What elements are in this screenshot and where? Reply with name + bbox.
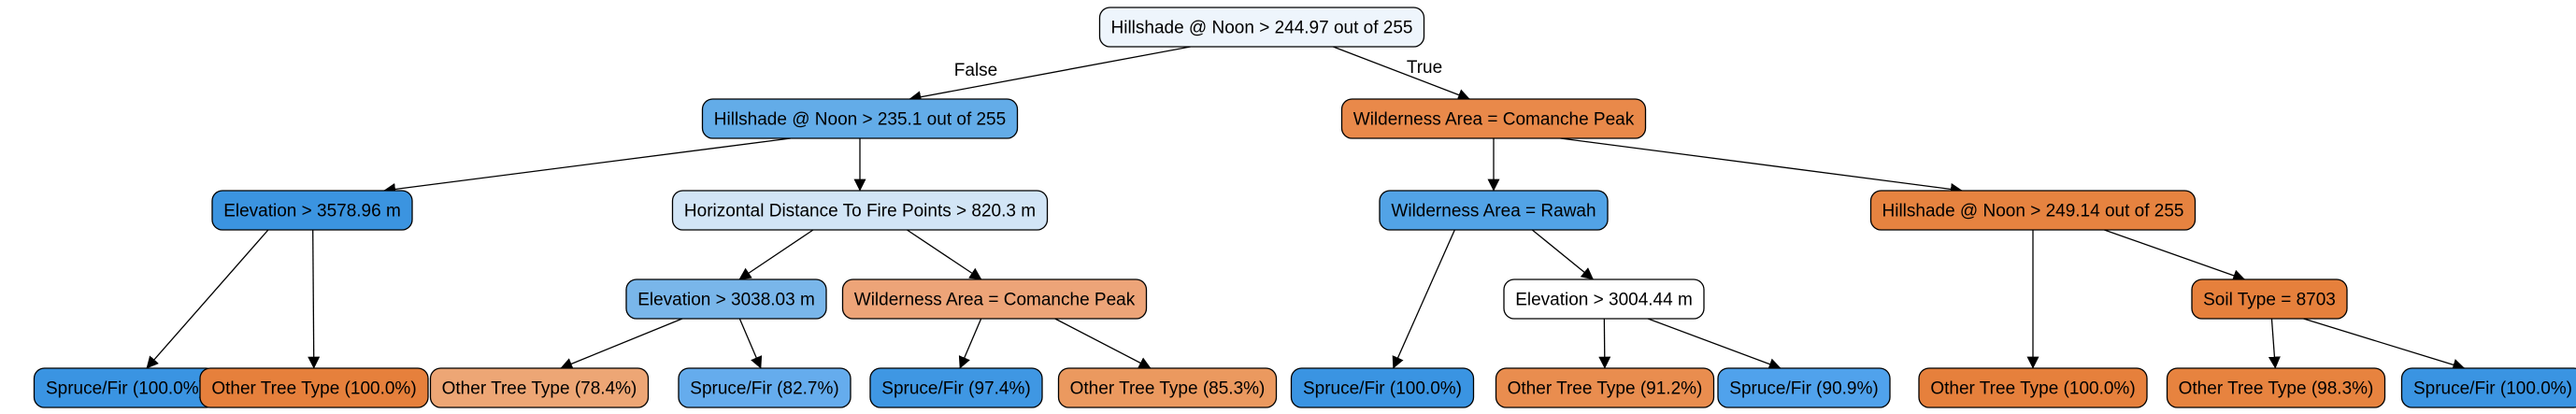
- node-box: [1098, 7, 1425, 48]
- edge-n10-to-l12: [2303, 318, 2466, 371]
- edge-n6-to-n10: [2104, 229, 2246, 282]
- node-box: [869, 367, 1043, 408]
- node-label: Wilderness Area = Comanche Peak: [1353, 110, 1635, 130]
- node-label: Other Tree Type (85.3%): [1070, 379, 1266, 399]
- edge-n0-to-n2: [1333, 46, 1470, 101]
- edge-n3-to-l2: [308, 229, 321, 369]
- edge-n8-to-l5: [958, 318, 982, 369]
- leaf-node-other-tree-type-100-0: Other Tree Type (100.0%): [1918, 367, 2148, 408]
- node-box: [1340, 98, 1647, 139]
- edge-n7-to-l4: [738, 318, 763, 369]
- node-box: [1503, 278, 1705, 320]
- node-label: Spruce/Fir (100.0%): [1303, 379, 1462, 399]
- nodes-layer: Hillshade @ Noon > 244.97 out of 255Hill…: [33, 7, 2576, 408]
- decision-node-elevation-3004-44-m: Elevation > 3004.44 m: [1503, 278, 1705, 320]
- node-label: Wilderness Area = Rawah: [1391, 202, 1596, 221]
- node-label: Elevation > 3038.03 m: [637, 291, 815, 310]
- decision-node-hillshade-noon-244-97-out-of-255: Hillshade @ Noon > 244.97 out of 255: [1098, 7, 1425, 48]
- decision-node-elevation-3578-96-m: Elevation > 3578.96 m: [211, 190, 413, 231]
- node-label: Soil Type = 8703: [2203, 291, 2336, 310]
- node-label: Hillshade @ Noon > 249.14 out of 255: [1882, 202, 2184, 221]
- node-box: [1379, 190, 1609, 231]
- node-label: Spruce/Fir (100.0%): [2413, 379, 2572, 399]
- edge-label-true: True: [1407, 58, 1442, 78]
- node-box: [671, 190, 1049, 231]
- node-box: [2191, 278, 2348, 320]
- edge-n1-to-n3: [383, 137, 791, 195]
- leaf-node-spruce-fir-100-0: Spruce/Fir (100.0%): [1290, 367, 1475, 408]
- node-label: Horizontal Distance To Fire Points > 820…: [684, 202, 1036, 221]
- edge-n7-to-l3: [560, 318, 683, 370]
- node-label: Spruce/Fir (100.0%): [46, 379, 205, 399]
- edge-n9-to-l9: [1647, 318, 1782, 370]
- node-label: Spruce/Fir (97.4%): [881, 379, 1030, 399]
- node-box: [678, 367, 852, 408]
- node-box: [1869, 190, 2197, 231]
- edges-layer: False True: [146, 46, 2466, 371]
- leaf-node-spruce-fir-82-7: Spruce/Fir (82.7%): [678, 367, 852, 408]
- edge-n10-to-l11: [2268, 318, 2281, 369]
- edge-n9-to-l8: [1598, 318, 1611, 369]
- node-box: [1918, 367, 2148, 408]
- leaf-node-other-tree-type-91-2: Other Tree Type (91.2%): [1495, 367, 1715, 408]
- node-label: Spruce/Fir (82.7%): [690, 379, 838, 399]
- node-box: [625, 278, 827, 320]
- node-box: [1290, 367, 1475, 408]
- node-box: [211, 190, 413, 231]
- edge-n4-to-n8: [907, 229, 982, 280]
- leaf-node-other-tree-type-98-3: Other Tree Type (98.3%): [2166, 367, 2386, 408]
- leaf-node-spruce-fir-97-4: Spruce/Fir (97.4%): [869, 367, 1043, 408]
- leaf-node-spruce-fir-100-0: Spruce/Fir (100.0%): [2400, 367, 2576, 408]
- node-label: Elevation > 3578.96 m: [223, 202, 401, 221]
- decision-node-elevation-3038-03-m: Elevation > 3038.03 m: [625, 278, 827, 320]
- node-box: [701, 98, 1019, 139]
- edge-n4-to-n7: [738, 229, 814, 280]
- node-box: [1057, 367, 1278, 408]
- node-box: [2166, 367, 2386, 408]
- leaf-node-spruce-fir-90-9: Spruce/Fir (90.9%): [1717, 367, 1891, 408]
- node-label: Other Tree Type (91.2%): [1508, 379, 1703, 399]
- node-box: [1717, 367, 1891, 408]
- edge-n8-to-l6: [1054, 318, 1152, 369]
- node-box: [199, 367, 429, 408]
- decision-node-wilderness-area-comanche-peak: Wilderness Area = Comanche Peak: [1340, 98, 1647, 139]
- node-label: Hillshade @ Noon > 244.97 out of 255: [1111, 19, 1413, 38]
- decision-node-wilderness-area-rawah: Wilderness Area = Rawah: [1379, 190, 1609, 231]
- decision-node-soil-type-8703: Soil Type = 8703: [2191, 278, 2348, 320]
- leaf-node-spruce-fir-100-0: Spruce/Fir (100.0%): [33, 367, 218, 408]
- node-box: [2400, 367, 2576, 408]
- edge-n5-to-n9: [1531, 229, 1594, 280]
- leaf-node-other-tree-type-100-0: Other Tree Type (100.0%): [199, 367, 429, 408]
- node-box: [429, 367, 650, 408]
- edge-label-false: False: [954, 61, 997, 80]
- node-label: Wilderness Area = Comanche Peak: [854, 291, 1136, 310]
- node-label: Other Tree Type (100.0%): [211, 379, 416, 399]
- node-label: Elevation > 3004.44 m: [1515, 291, 1693, 310]
- node-label: Other Tree Type (98.3%): [2179, 379, 2374, 399]
- node-label: Hillshade @ Noon > 235.1 out of 255: [714, 110, 1006, 130]
- edge-n3-to-l1: [146, 229, 269, 369]
- decision-node-horizontal-distance-to-fire-points-820-3-m: Horizontal Distance To Fire Points > 820…: [671, 190, 1049, 231]
- leaf-node-other-tree-type-78-4: Other Tree Type (78.4%): [429, 367, 650, 408]
- edge-n2-to-n6: [1560, 137, 1963, 195]
- decision-node-hillshade-noon-235-1-out-of-255: Hillshade @ Noon > 235.1 out of 255: [701, 98, 1019, 139]
- node-label: Other Tree Type (78.4%): [442, 379, 637, 399]
- node-box: [1495, 367, 1715, 408]
- edge-n0-to-n1: [909, 46, 1191, 104]
- node-label: Other Tree Type (100.0%): [1930, 379, 2135, 399]
- decision-node-hillshade-noon-249-14-out-of-255: Hillshade @ Noon > 249.14 out of 255: [1869, 190, 2197, 231]
- node-label: Spruce/Fir (90.9%): [1729, 379, 1878, 399]
- leaf-node-other-tree-type-85-3: Other Tree Type (85.3%): [1057, 367, 1278, 408]
- decision-node-wilderness-area-comanche-peak: Wilderness Area = Comanche Peak: [841, 278, 1148, 320]
- edge-n5-to-l7: [1392, 229, 1455, 369]
- node-box: [841, 278, 1148, 320]
